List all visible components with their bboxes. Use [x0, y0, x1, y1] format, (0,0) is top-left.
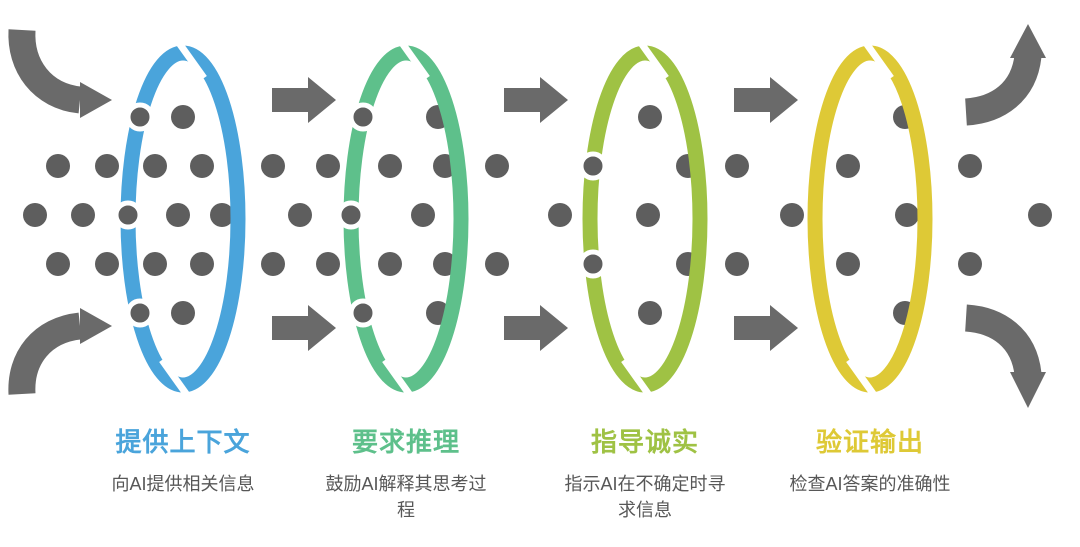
captured-dot	[578, 151, 608, 181]
lens-top-slit	[171, 33, 207, 81]
right-arrow-icon	[504, 305, 568, 351]
flow-arrows	[272, 77, 798, 351]
captured-dot	[336, 200, 366, 230]
stage-2-title: 要求推理	[351, 427, 460, 457]
inlet-top-arrow-head	[80, 82, 112, 118]
data-dot	[638, 105, 662, 129]
data-dot	[895, 203, 919, 227]
data-dot	[143, 252, 167, 276]
data-dot	[411, 203, 435, 227]
lens-bottom-slit	[382, 357, 418, 405]
inlet-top-arrow	[8, 29, 112, 118]
stage-3-label: 指导诚实 指示AI在不确定时寻求信息	[535, 428, 755, 523]
captured-dot	[125, 298, 155, 328]
outlet-bottom-arrow	[964, 304, 1046, 408]
stage-1-title: 提供上下文	[115, 427, 251, 457]
data-dot	[485, 252, 509, 276]
dot-field	[23, 105, 1052, 325]
right-arrow-icon	[272, 305, 336, 351]
stage-4-label: 验证输出 检查AI答案的准确性	[760, 428, 980, 497]
right-arrow-icon	[272, 77, 336, 123]
data-dot	[378, 252, 402, 276]
data-dot	[71, 203, 95, 227]
data-dot	[23, 203, 47, 227]
outlet-top-arrow	[964, 24, 1046, 126]
data-dot	[171, 105, 195, 129]
captured-dot	[113, 200, 143, 230]
right-arrow-icon	[504, 77, 568, 123]
inlet-bottom-arrow-shaft	[8, 312, 83, 395]
data-dot	[261, 154, 285, 178]
stage-3-description: 指示AI在不确定时寻求信息	[564, 473, 726, 520]
data-dot	[725, 154, 749, 178]
data-dot	[316, 252, 340, 276]
data-dot	[166, 203, 190, 227]
right-arrow-icon	[734, 305, 798, 351]
inlet-bottom-arrow	[8, 308, 112, 395]
lens-ellipse-verify-output	[807, 33, 933, 405]
data-dot	[780, 203, 804, 227]
lens-top-slit	[394, 33, 430, 81]
stage-2-label: 要求推理 鼓励AI解释其思考过程	[296, 428, 516, 523]
stage-4-desc-wrap: 检查AI答案的准确性	[760, 471, 980, 497]
data-dot	[836, 252, 860, 276]
stage-3-title: 指导诚实	[590, 427, 699, 457]
data-dot	[143, 154, 167, 178]
outlet-top-arrow-head	[1010, 24, 1046, 58]
stage-1-desc-wrap: 向AI提供相关信息	[73, 471, 293, 497]
inlet-bottom-arrow-head	[80, 308, 112, 344]
lens-top-slit	[858, 33, 894, 81]
outlet-bottom-arrow-shaft	[964, 304, 1042, 377]
stage-2-desc-wrap: 鼓励AI解释其思考过程	[296, 471, 516, 523]
captured-dot	[125, 102, 155, 132]
data-dot	[46, 154, 70, 178]
captured-dot	[348, 298, 378, 328]
data-dot	[95, 154, 119, 178]
data-dot	[261, 252, 285, 276]
data-dot	[725, 252, 749, 276]
data-dot	[316, 154, 340, 178]
outlet-bottom-arrow-head	[1010, 372, 1046, 408]
outlet-top-arrow-shaft	[964, 53, 1042, 126]
data-dot	[636, 203, 660, 227]
data-dot	[171, 301, 195, 325]
right-arrow-icon	[734, 77, 798, 123]
stage-4-title: 验证输出	[815, 427, 924, 457]
captured-dots	[113, 102, 608, 328]
data-dot	[836, 154, 860, 178]
data-dot	[1028, 203, 1052, 227]
data-dot	[288, 203, 312, 227]
captured-dot	[348, 102, 378, 132]
inlet-top-arrow-shaft	[8, 29, 83, 114]
stage-1-description: 向AI提供相关信息	[111, 473, 255, 494]
lens-ellipse-ask-reasoning	[343, 33, 469, 405]
data-dot	[638, 301, 662, 325]
data-dot	[46, 252, 70, 276]
data-dot	[95, 252, 119, 276]
data-dot	[958, 252, 982, 276]
lens-bottom-slit	[621, 357, 657, 405]
funnel-flow-graphic	[8, 24, 1052, 408]
data-dot	[190, 154, 214, 178]
lens-ring	[343, 45, 469, 393]
stage-4-description: 检查AI答案的准确性	[789, 473, 951, 494]
stage-3-desc-wrap: 指示AI在不确定时寻求信息	[535, 471, 755, 523]
lens-top-slit	[633, 33, 669, 81]
stage-2-description: 鼓励AI解释其思考过程	[325, 473, 487, 520]
captured-dot	[578, 249, 608, 279]
data-dot	[190, 252, 214, 276]
data-dot	[485, 154, 509, 178]
data-dot	[378, 154, 402, 178]
data-dot	[548, 203, 572, 227]
lens-ellipse-guide-honesty	[582, 33, 708, 405]
stage-1-label: 提供上下文 向AI提供相关信息	[73, 428, 293, 497]
lens-bottom-slit	[846, 357, 882, 405]
data-dot	[958, 154, 982, 178]
data-dot	[210, 203, 234, 227]
lens-bottom-slit	[159, 357, 195, 405]
